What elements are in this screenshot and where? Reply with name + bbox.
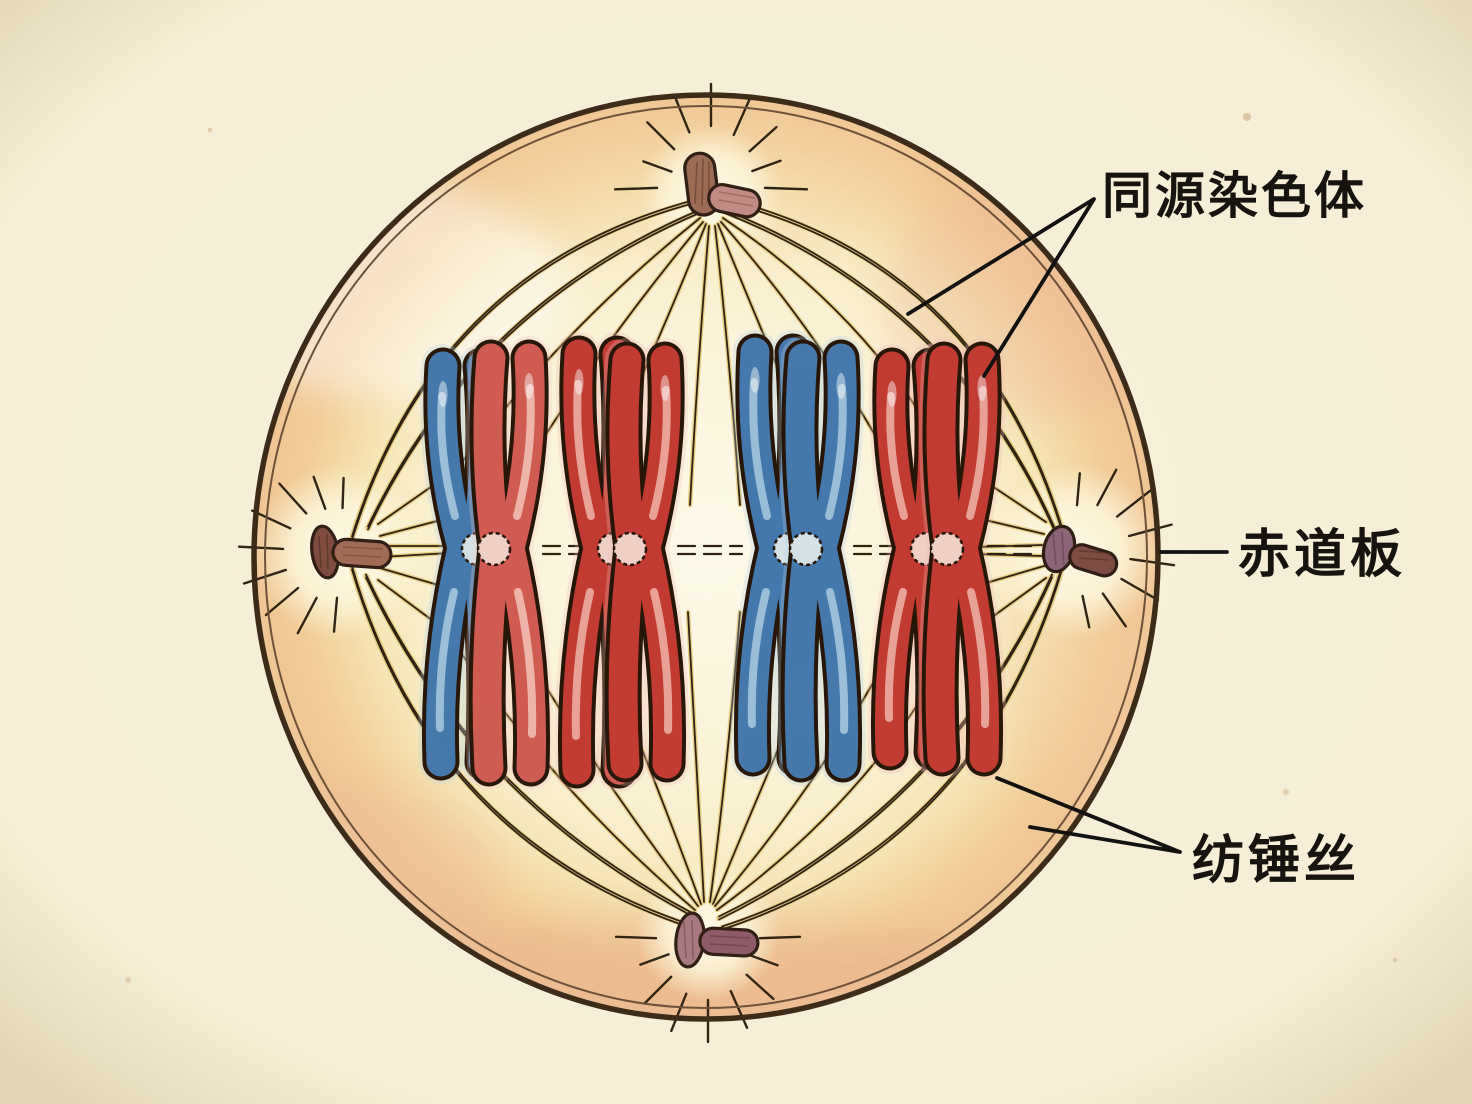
- leader-homologous-chromosome: [906, 197, 1096, 378]
- label-spindle-fiber: 纺锤丝: [1192, 832, 1360, 890]
- paper-specks: [125, 113, 1398, 983]
- label-homologous-chromosome: 同源染色体: [1102, 168, 1367, 224]
- annotations: 同源染色体 赤道板 纺锤丝: [906, 168, 1406, 890]
- label-equatorial-plate: 赤道板: [1238, 526, 1406, 584]
- leader-spindle-fiber: [995, 776, 1182, 854]
